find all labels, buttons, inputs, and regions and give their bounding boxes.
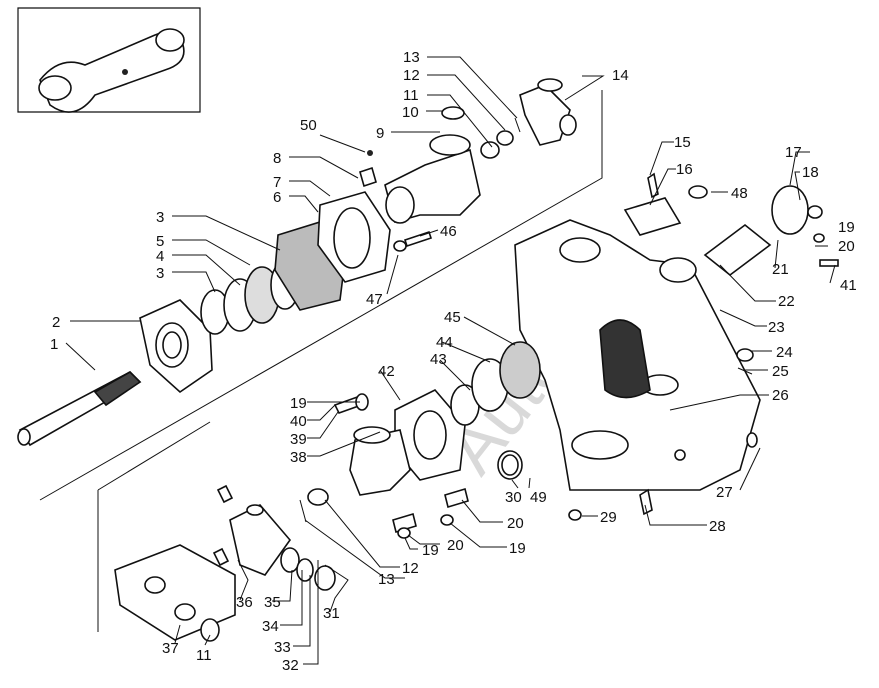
callout-12: 12 [403, 67, 420, 84]
cover-6-7 [274, 191, 391, 311]
callout-28: 28 [709, 518, 726, 535]
callout-26: 26 [772, 387, 789, 404]
callout-37: 37 [162, 640, 179, 657]
right-assembly [623, 172, 839, 283]
leader-lines [65, 56, 836, 665]
callout-50: 50 [300, 117, 317, 134]
parts-28-30 [497, 450, 653, 521]
callout-21: 21 [772, 261, 789, 278]
callout-1: 1 [50, 336, 58, 353]
callout-9: 9 [376, 125, 384, 142]
part-9-yoke [384, 134, 481, 224]
callout-15: 15 [674, 134, 691, 151]
callout-41: 41 [840, 277, 857, 294]
callout-18: 18 [802, 164, 819, 181]
part-2-flange [139, 299, 213, 394]
callout-25: 25 [772, 363, 789, 380]
callout-19: 19 [838, 219, 855, 236]
part-8-clip [359, 166, 377, 188]
inset-overview [17, 7, 201, 113]
callout-7: 7 [273, 174, 281, 191]
centre-assembly [333, 230, 541, 496]
callout-31: 31 [323, 605, 340, 622]
callout-32: 32 [282, 657, 299, 674]
callout-19: 19 [290, 395, 307, 412]
callout-47: 47 [366, 291, 383, 308]
section-divider-upper [39, 90, 603, 501]
main-housing [514, 219, 761, 491]
callout-46: 46 [440, 223, 457, 240]
callout-8: 8 [273, 150, 281, 167]
callout-14: 14 [612, 67, 629, 84]
bolts-19-20-lower [299, 487, 469, 539]
callout-19: 19 [509, 540, 526, 557]
callout-2: 2 [52, 314, 60, 331]
callout-16: 16 [676, 161, 693, 178]
fasteners-24-27 [736, 348, 758, 448]
callout-49: 49 [530, 489, 547, 506]
callout-20: 20 [447, 537, 464, 554]
callout-20: 20 [507, 515, 524, 532]
callout-29: 29 [600, 509, 617, 526]
callout-11: 11 [403, 87, 419, 104]
callout-3: 3 [156, 209, 164, 226]
callout-45: 45 [444, 309, 461, 326]
callout-4: 4 [156, 248, 164, 265]
callout-20: 20 [838, 238, 855, 255]
callout-11: 11 [196, 647, 212, 664]
part-1-shaft [17, 371, 142, 447]
callout-17: 17 [785, 144, 802, 161]
callout-36: 36 [236, 594, 253, 611]
callout-35: 35 [264, 594, 281, 611]
callout-39: 39 [290, 431, 307, 448]
callout-6: 6 [273, 189, 281, 206]
part-14-cross [519, 78, 577, 146]
callout-19: 19 [422, 542, 439, 559]
callout-13: 13 [378, 571, 395, 588]
callout-34: 34 [262, 618, 279, 635]
callout-labels: 1 2 3 3 4 5 6 7 8 9 10 11 12 13 14 15 16… [50, 49, 857, 674]
callout-48: 48 [731, 185, 748, 202]
callout-30: 30 [505, 489, 522, 506]
callout-38: 38 [290, 449, 307, 466]
callout-23: 23 [768, 319, 785, 336]
callout-44: 44 [436, 334, 453, 351]
part-50-ball [367, 150, 373, 156]
callout-5: 5 [156, 233, 164, 250]
callout-22: 22 [778, 293, 795, 310]
callout-27: 27 [716, 484, 733, 501]
callout-13: 13 [403, 49, 420, 66]
callout-33: 33 [274, 639, 291, 656]
callout-42: 42 [378, 363, 395, 380]
callout-40: 40 [290, 413, 307, 430]
lower-left-assembly [114, 484, 336, 642]
callout-12: 12 [402, 560, 419, 577]
rings-10-13 [441, 106, 521, 159]
callout-43: 43 [430, 351, 447, 368]
callout-3: 3 [156, 265, 164, 282]
callout-10: 10 [402, 104, 419, 121]
callout-24: 24 [776, 344, 793, 361]
